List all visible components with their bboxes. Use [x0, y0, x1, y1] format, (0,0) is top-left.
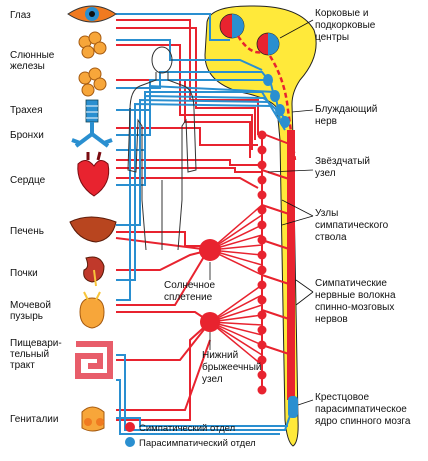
organ-label-heart: Сердце — [10, 175, 46, 186]
organs — [67, 5, 117, 432]
cortical-label-2: подкорковые — [315, 20, 376, 31]
bladder-icon — [79, 291, 105, 329]
trunk-label-2: симпатического — [315, 220, 389, 231]
legend-parasympathetic-swatch — [125, 437, 135, 447]
body-silhouette — [127, 46, 197, 251]
svg-text:Крестцовое парасимпатиче: Крестцовое парасимпатическое ядро спинно… — [315, 392, 411, 427]
svg-text:Узлы симпатического: Узлы симпатического ствола — [315, 208, 391, 243]
mesenteric-label-3: узел — [202, 374, 223, 385]
chain-ganglion — [257, 265, 267, 275]
inferior-mesenteric-ganglion — [200, 312, 220, 332]
organ-label-salivary-1: Слюнные — [10, 50, 55, 61]
sympfibers-label-4: нервов — [315, 314, 348, 325]
bronchi-icon — [71, 122, 113, 148]
vagus-nucleus-1 — [263, 74, 273, 86]
intestine-icon — [75, 341, 113, 379]
salivary-glands-icon — [78, 31, 107, 97]
legend-parasympathetic-label: Парасимпатический отдел — [139, 438, 256, 449]
chain-ganglion — [257, 130, 267, 140]
svg-text:Почки: Почки — [10, 268, 38, 279]
eye-icon — [67, 5, 117, 23]
vagus-label-2: нерв — [315, 116, 337, 127]
organ-label-liver: Печень — [10, 226, 44, 237]
legend: Симпатический отдел Парасимпатический от… — [125, 422, 256, 449]
sympfibers-label-3: спинно-мозговых — [315, 302, 394, 313]
plexus-connections — [209, 204, 263, 366]
svg-text:Пищевари- тельный: Пищевари- тельный тракт — [10, 338, 64, 371]
svg-text:Мочевой пузырь: Мочевой пузырь — [10, 300, 54, 322]
legend-sympathetic-label: Симпатический отдел — [139, 423, 235, 434]
organ-label-digestive-1: Пищевари- — [10, 338, 62, 349]
genitals-icon — [81, 406, 105, 432]
sacral-label-1: Крестцовое — [315, 392, 369, 403]
chain-ganglion — [257, 295, 267, 305]
chain-ganglion — [257, 370, 267, 380]
organ-label-eye: Глаз — [10, 10, 31, 21]
chain-ganglion — [257, 145, 267, 155]
annotation-leaders — [209, 19, 314, 406]
stellate-label-1: Звёздчатый — [315, 156, 370, 167]
vagus-nucleus-3 — [275, 104, 285, 116]
ganglia — [199, 13, 298, 418]
cortical-label-1: Корковые и — [315, 8, 368, 19]
trunk-label-1: Узлы — [315, 208, 338, 219]
chain-ganglion — [257, 190, 267, 200]
trachea-icon — [85, 99, 99, 123]
sympathetic-chain — [257, 130, 295, 400]
svg-text:Солнечное сплетение: Солнечное сплетение — [164, 280, 218, 303]
kidney-icon — [83, 256, 105, 287]
svg-text:Слюнные железы: Слюнные железы — [10, 50, 57, 72]
chain-ganglion — [257, 175, 267, 185]
vagus-label-1: Блуждающий — [315, 104, 377, 115]
solar-label-1: Солнечное — [164, 280, 215, 291]
svg-text:Трахея: Трахея — [10, 105, 43, 116]
svg-text:Бронхи: Бронхи — [10, 130, 44, 141]
vagus-nucleus-2 — [270, 90, 280, 102]
vagus-nucleus-4 — [280, 116, 290, 128]
organ-label-digestive-2: тельный — [10, 349, 49, 360]
svg-text:Сердце: Сердце — [10, 175, 46, 186]
sacral-label-3: ядро спинного мозга — [315, 416, 411, 427]
trunk-label-3: ствола — [315, 232, 347, 243]
mesenteric-label-2: брыжеечный — [202, 361, 261, 373]
annotations: Корковые и подкорковые центры Блуждающий… — [164, 8, 411, 427]
legend-sympathetic-swatch — [125, 422, 135, 432]
organ-label-kidney: Почки — [10, 268, 38, 279]
sacral-label-2: парасимпатическое — [315, 404, 407, 415]
svg-text:Корковые и подкорковые: Корковые и подкорковые центры — [315, 8, 378, 43]
liver-icon — [69, 216, 117, 243]
svg-text:Печень: Печень — [10, 226, 44, 237]
organ-label-genitals: Гениталии — [10, 414, 58, 425]
stellate-label-2: узел — [315, 168, 336, 179]
chain-ganglion — [257, 235, 267, 245]
solar-label-2: сплетение — [164, 292, 213, 303]
svg-text:Блуждающий нерв: Блуждающий нерв — [315, 104, 380, 127]
organ-label-bronchi: Бронхи — [10, 130, 44, 141]
organ-labels: Глаз Слюнные железы Трахея Бронхи Сердце… — [10, 10, 64, 425]
sympfibers-label-1: Симпатические — [315, 278, 387, 289]
svg-text:Глаз: Глаз — [10, 10, 31, 21]
chain-ganglion — [257, 325, 267, 335]
svg-text:Симпатические нервные во: Симпатические нервные волокна спинно-моз… — [315, 278, 398, 325]
organ-label-salivary-2: железы — [10, 61, 45, 72]
organ-label-digestive-3: тракт — [10, 360, 35, 371]
celiac-plexus — [199, 239, 221, 261]
organ-label-bladder-2: пузырь — [10, 311, 43, 322]
organ-label-trachea: Трахея — [10, 105, 43, 116]
parasympathetic-fibers — [116, 13, 293, 435]
chain-ganglion — [257, 385, 267, 395]
svg-text:Звёздчатый узел: Звёздчатый узел — [315, 156, 373, 179]
mesenteric-label-1: Нижний — [202, 350, 238, 361]
sympfibers-label-2: нервные волокна — [315, 290, 396, 301]
cortical-label-3: центры — [315, 32, 349, 43]
svg-text:Гениталии: Гениталии — [10, 414, 58, 425]
svg-text:Нижний брыжеечный: Нижний брыжеечный узел — [202, 350, 264, 385]
sacral-nucleus — [288, 396, 298, 418]
heart-icon — [77, 151, 110, 197]
organ-label-bladder-1: Мочевой — [10, 300, 51, 311]
